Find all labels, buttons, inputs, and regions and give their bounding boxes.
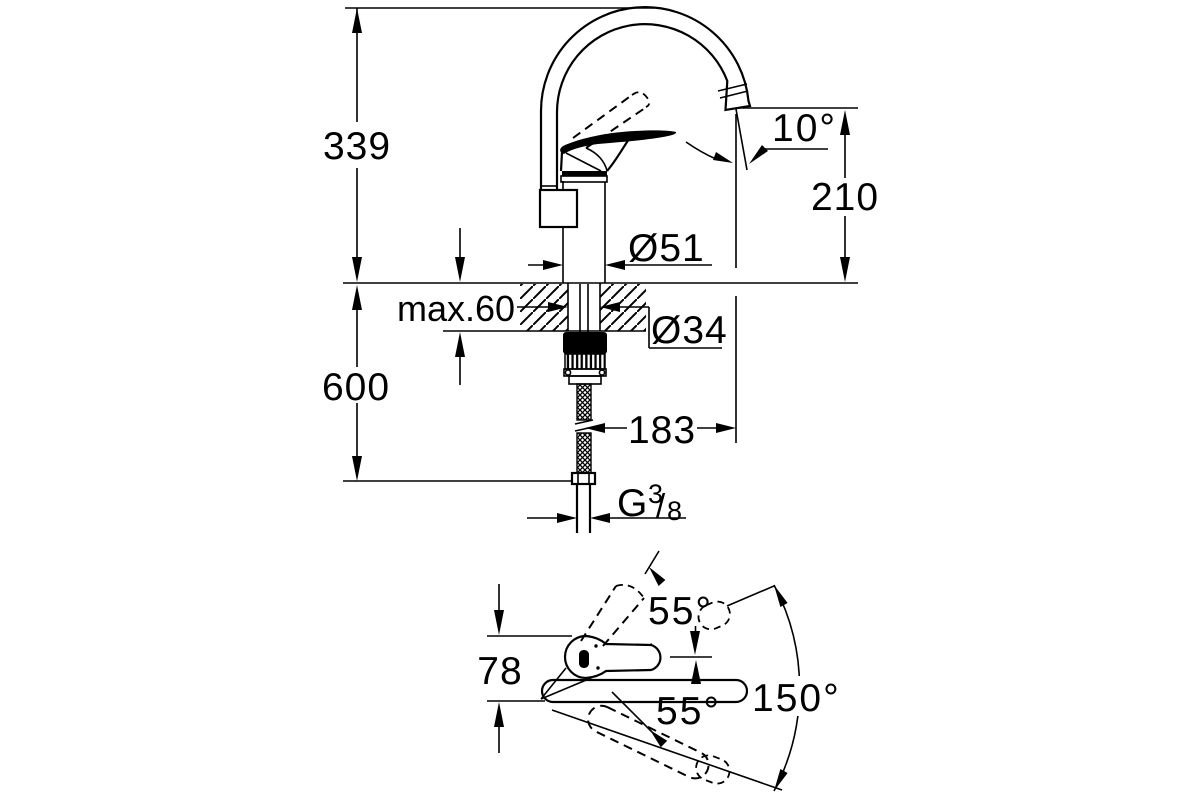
label-mask — [748, 676, 840, 716]
dim-overall-height: 339 — [323, 8, 391, 282]
top-view: 78 150° — [477, 550, 841, 792]
housing-base-band — [562, 171, 607, 176]
label-deck-thickness: max.60 — [397, 288, 515, 329]
dim-body-width: 78 — [477, 584, 572, 753]
handle-plan — [540, 634, 712, 700]
dim-reach: 183 — [585, 409, 736, 452]
label-thread-denominator: 8 — [667, 496, 682, 526]
side-view: 339 600 max.60 Ø51 Ø34 — [322, 6, 879, 533]
dim-hose-drop: 600 — [322, 285, 390, 481]
dim-body-diameter: Ø51 — [528, 227, 712, 270]
label-spout-angle: 10° — [772, 107, 837, 150]
hose-break — [574, 419, 594, 432]
housing-right-edge — [606, 138, 630, 172]
gooseneck-spout — [539, 6, 752, 190]
lever-raised-cap — [631, 91, 651, 108]
faucet-side-outline — [538, 6, 752, 283]
label-spout-swivel: 150° — [752, 677, 841, 720]
countertop-section — [520, 283, 646, 331]
reference-lines — [343, 7, 858, 482]
lever-side — [560, 130, 677, 154]
flex-hose-upper — [576, 383, 592, 421]
label-overall-height: 339 — [323, 125, 391, 168]
label-thread-slash: / — [656, 487, 666, 524]
handle-lower-dashed — [587, 704, 710, 780]
body-ring — [560, 175, 608, 183]
swivel-line-lower — [551, 709, 783, 791]
handle-swing-lower: 55° — [587, 660, 721, 780]
dim-thread: G 3 / 8 — [527, 479, 686, 526]
knurled-ring — [564, 353, 606, 370]
dim-deck-thickness: max.60 — [397, 228, 515, 385]
lever-raised-dashed — [572, 94, 649, 149]
mounting-bracket — [568, 375, 602, 385]
label-thread-g: G — [617, 482, 648, 525]
label-thread-numerator: 3 — [648, 479, 663, 509]
aerator-band — [717, 83, 749, 99]
label-reach: 183 — [628, 409, 696, 452]
thread-fitting — [570, 471, 597, 486]
under-counter-assembly — [563, 284, 607, 533]
spout-union-box — [538, 188, 579, 229]
shank-hose-lines — [579, 284, 589, 332]
spout-tip-lower-dashed — [695, 754, 731, 785]
label-spout-height: 210 — [811, 176, 879, 219]
housing-detail — [565, 147, 608, 172]
cartridge-mark — [579, 650, 589, 668]
label-body-width: 78 — [477, 650, 522, 693]
swivel-annotation: 150° — [551, 584, 841, 792]
spout-plan — [540, 678, 749, 704]
label-handle-swing-upper: 55° — [648, 590, 713, 633]
dim-spout-angle: 10° — [685, 107, 837, 443]
label-handle-swing-lower: 55° — [656, 690, 721, 733]
handle-swing-upper: 55° — [580, 550, 713, 655]
label-hole-diameter: Ø34 — [651, 309, 728, 352]
mounting-nut — [563, 332, 607, 354]
dim-spout-height: 210 — [811, 110, 879, 282]
housing-left-edge — [559, 151, 564, 172]
label-hose-drop: 600 — [322, 366, 390, 409]
flex-hose-lower — [576, 432, 592, 474]
spout-tip-upper-dashed — [697, 600, 731, 631]
label-body-diameter: Ø51 — [628, 227, 705, 270]
connection-pipe — [575, 484, 592, 533]
housing-tail — [540, 667, 592, 700]
